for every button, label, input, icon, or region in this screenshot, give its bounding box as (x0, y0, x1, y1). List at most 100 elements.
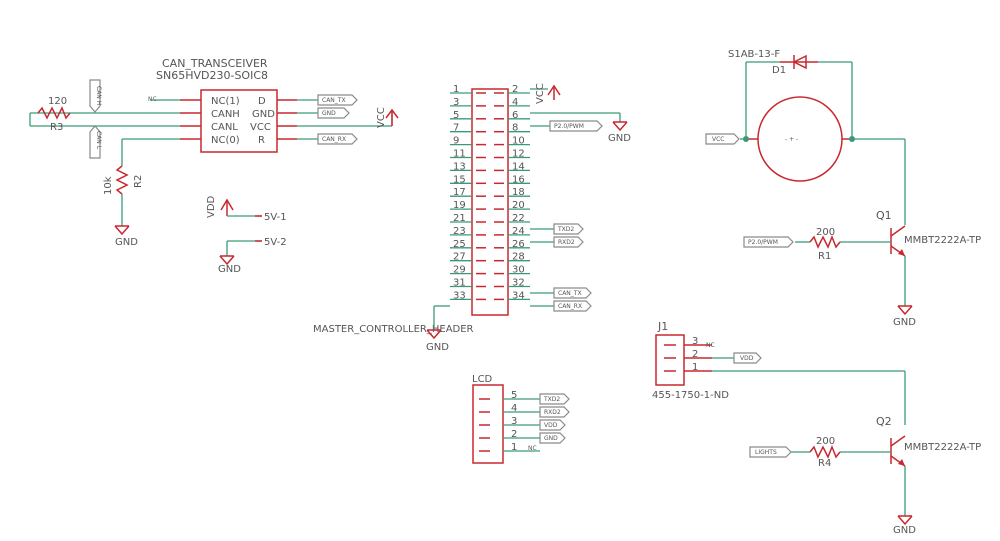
net-flag-txd2-header[interactable]: TXD2 (553, 223, 584, 235)
j1-pin-row: 3 (664, 336, 712, 347)
header-pin-number: 28 (512, 252, 525, 263)
can-pin-d: D (258, 96, 266, 107)
q2-input-label: LIGHTS (755, 449, 777, 456)
lcd-pin-number: 4 (511, 403, 517, 414)
lcd-body[interactable] (472, 384, 504, 464)
transistor-q2[interactable]: Q2 MMBT2222A-TP (876, 415, 981, 467)
diode-d1[interactable]: S1AB-13-F D1 (728, 49, 818, 76)
header-pin-number: 22 (512, 213, 525, 224)
can-pin-canl: CANL (211, 122, 238, 133)
resistor-r3[interactable]: 120 R3 (37, 96, 71, 133)
can-gnd-label: GND (322, 110, 336, 117)
net-flag-gnd[interactable]: GND (317, 107, 350, 119)
net-flag-can-tx-header[interactable]: CAN_TX (553, 287, 592, 299)
q2-value: MMBT2222A-TP (904, 442, 981, 453)
header-pin-number: 8 (512, 123, 518, 134)
can-rx-label-header: CAN_RX (558, 303, 582, 310)
canh-flag[interactable]: CAN H (89, 79, 102, 113)
gnd-label-5v2: GND (218, 264, 241, 275)
can-transceiver-body[interactable] (200, 89, 278, 153)
net-flag-can-rx-header[interactable]: CAN_RX (553, 300, 592, 312)
lcd-pin-row: 1 (479, 442, 540, 453)
header-pin-number: 34 (512, 290, 525, 301)
q1-value: MMBT2222A-TP (904, 235, 981, 246)
header-pin-number: 27 (453, 252, 466, 263)
header-pin-number: 6 (512, 110, 518, 121)
motor-polarity: - + - (785, 136, 798, 143)
r4-name: R4 (818, 458, 831, 469)
canl-flag[interactable]: CAN L (89, 125, 102, 159)
net-flag-p20-pwm-q1[interactable]: P2.0/PWM (743, 236, 794, 248)
net-flag-vdd-lcd[interactable]: VDD (539, 419, 566, 431)
net-flag-lights[interactable]: LIGHTS (749, 446, 792, 458)
header-pin-row: 27 28 (450, 252, 530, 263)
transistor-q1[interactable]: Q1 MMBT2222A-TP (876, 209, 981, 257)
r3-name: R3 (50, 122, 63, 133)
connector-j1[interactable]: J1 321 455-1750-1-ND (652, 320, 729, 401)
resistor-r4[interactable]: 200 R4 (809, 436, 841, 469)
header-pin-number: 3 (453, 97, 459, 108)
header-pin-row: 9 10 (450, 136, 530, 147)
net-flag-vcc-motor[interactable]: VCC (705, 133, 740, 145)
canl-flag-label: CAN L (95, 131, 102, 150)
header-pin-number: 32 (512, 278, 525, 289)
header-body[interactable] (471, 88, 509, 316)
net-flag-vdd-j1[interactable]: VDD (733, 352, 762, 364)
gnd-symbol-r2: GND (114, 225, 138, 248)
net-flag-p20-pwm[interactable]: P2.0/PWM (549, 120, 603, 132)
net-flag-rxd2-header[interactable]: RXD2 (553, 236, 584, 248)
net-flag-txd2-lcd[interactable]: TXD2 (539, 393, 570, 405)
can-transceiver-block[interactable]: CAN_TRANSCEIVER SN65HVD230-SOIC8 NC(1) C… (156, 57, 297, 153)
gnd-symbol-q2: GND (893, 515, 916, 536)
can-pin-vcc: VCC (250, 122, 271, 133)
lcd-pin-row: 4 (479, 403, 540, 414)
gnd-symbol-5v2: GND (218, 255, 241, 275)
resistor-r2[interactable]: 10k R2 (103, 165, 144, 195)
resistor-r1[interactable]: 200 R1 (809, 227, 841, 262)
rxd2-label-lcd: RXD2 (544, 409, 561, 416)
lcd-pin-row: 3 (479, 416, 540, 427)
net-flag-gnd-lcd[interactable]: GND (539, 432, 566, 444)
q1-input-label: P2.0/PWM (748, 239, 778, 246)
lcd-pin-number: 3 (511, 416, 517, 427)
j1-body[interactable] (655, 334, 685, 386)
net-flag-can-rx[interactable]: CAN_RX (317, 133, 358, 145)
header-pin-number: 30 (512, 265, 525, 276)
vcc-symbol-can: VCC (376, 107, 399, 128)
q1-name: Q1 (876, 209, 892, 222)
header-pin-number: 12 (512, 149, 525, 160)
net-flag-rxd2-lcd[interactable]: RXD2 (539, 406, 570, 418)
r1-name: R1 (818, 251, 831, 262)
can-pin-nc1: NC(1) (211, 96, 240, 107)
net-flag-can-tx[interactable]: CAN_TX (317, 94, 358, 106)
header-pin-number: 4 (512, 97, 518, 108)
vdd-label-lcd: VDD (544, 422, 558, 429)
can-pin-nc0: NC(0) (211, 135, 240, 146)
header-pin-number: 9 (453, 136, 459, 147)
motor-symbol[interactable]: - + - (746, 96, 852, 182)
header-pin-number: 23 (453, 226, 466, 237)
lcd-pin-number: 2 (511, 429, 517, 440)
gnd-label-header-left: GND (426, 342, 449, 353)
header-pin-number: 15 (453, 174, 466, 185)
lcd-name: LCD (472, 374, 493, 385)
header-pin-number: 1 (453, 84, 459, 95)
header-pin-number: 10 (512, 136, 525, 147)
header-name: MASTER_CONTROLLER_HEADER (313, 324, 474, 335)
j1-value: 455-1750-1-ND (652, 390, 729, 401)
